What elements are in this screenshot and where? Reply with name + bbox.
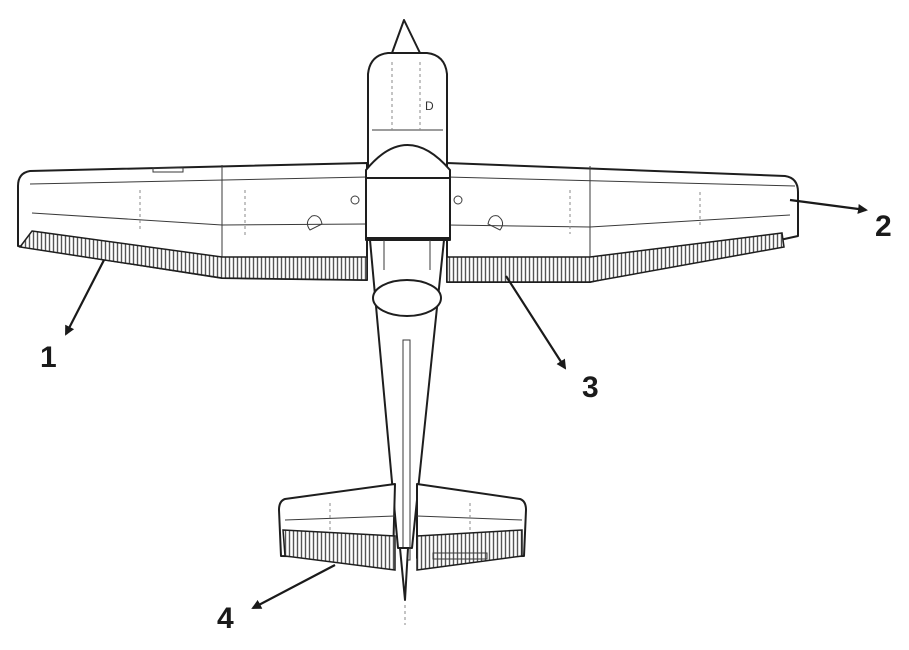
left-aileron-flap xyxy=(18,230,368,281)
callout-1-arrow xyxy=(65,259,105,336)
callout-label-2: 2 xyxy=(875,210,892,243)
svg-text:D: D xyxy=(425,99,434,113)
callout-label-1: 1 xyxy=(40,341,57,374)
elevator xyxy=(282,529,523,571)
callout-2-arrow xyxy=(789,198,868,214)
fuselage: D xyxy=(365,19,451,561)
callout-label-3: 3 xyxy=(582,371,599,404)
right-flap xyxy=(446,232,785,283)
callout-4-arrow xyxy=(251,564,336,609)
callout-3-arrow xyxy=(505,275,567,370)
tail-cone xyxy=(399,547,409,625)
callout-label-4: 4 xyxy=(217,602,234,635)
